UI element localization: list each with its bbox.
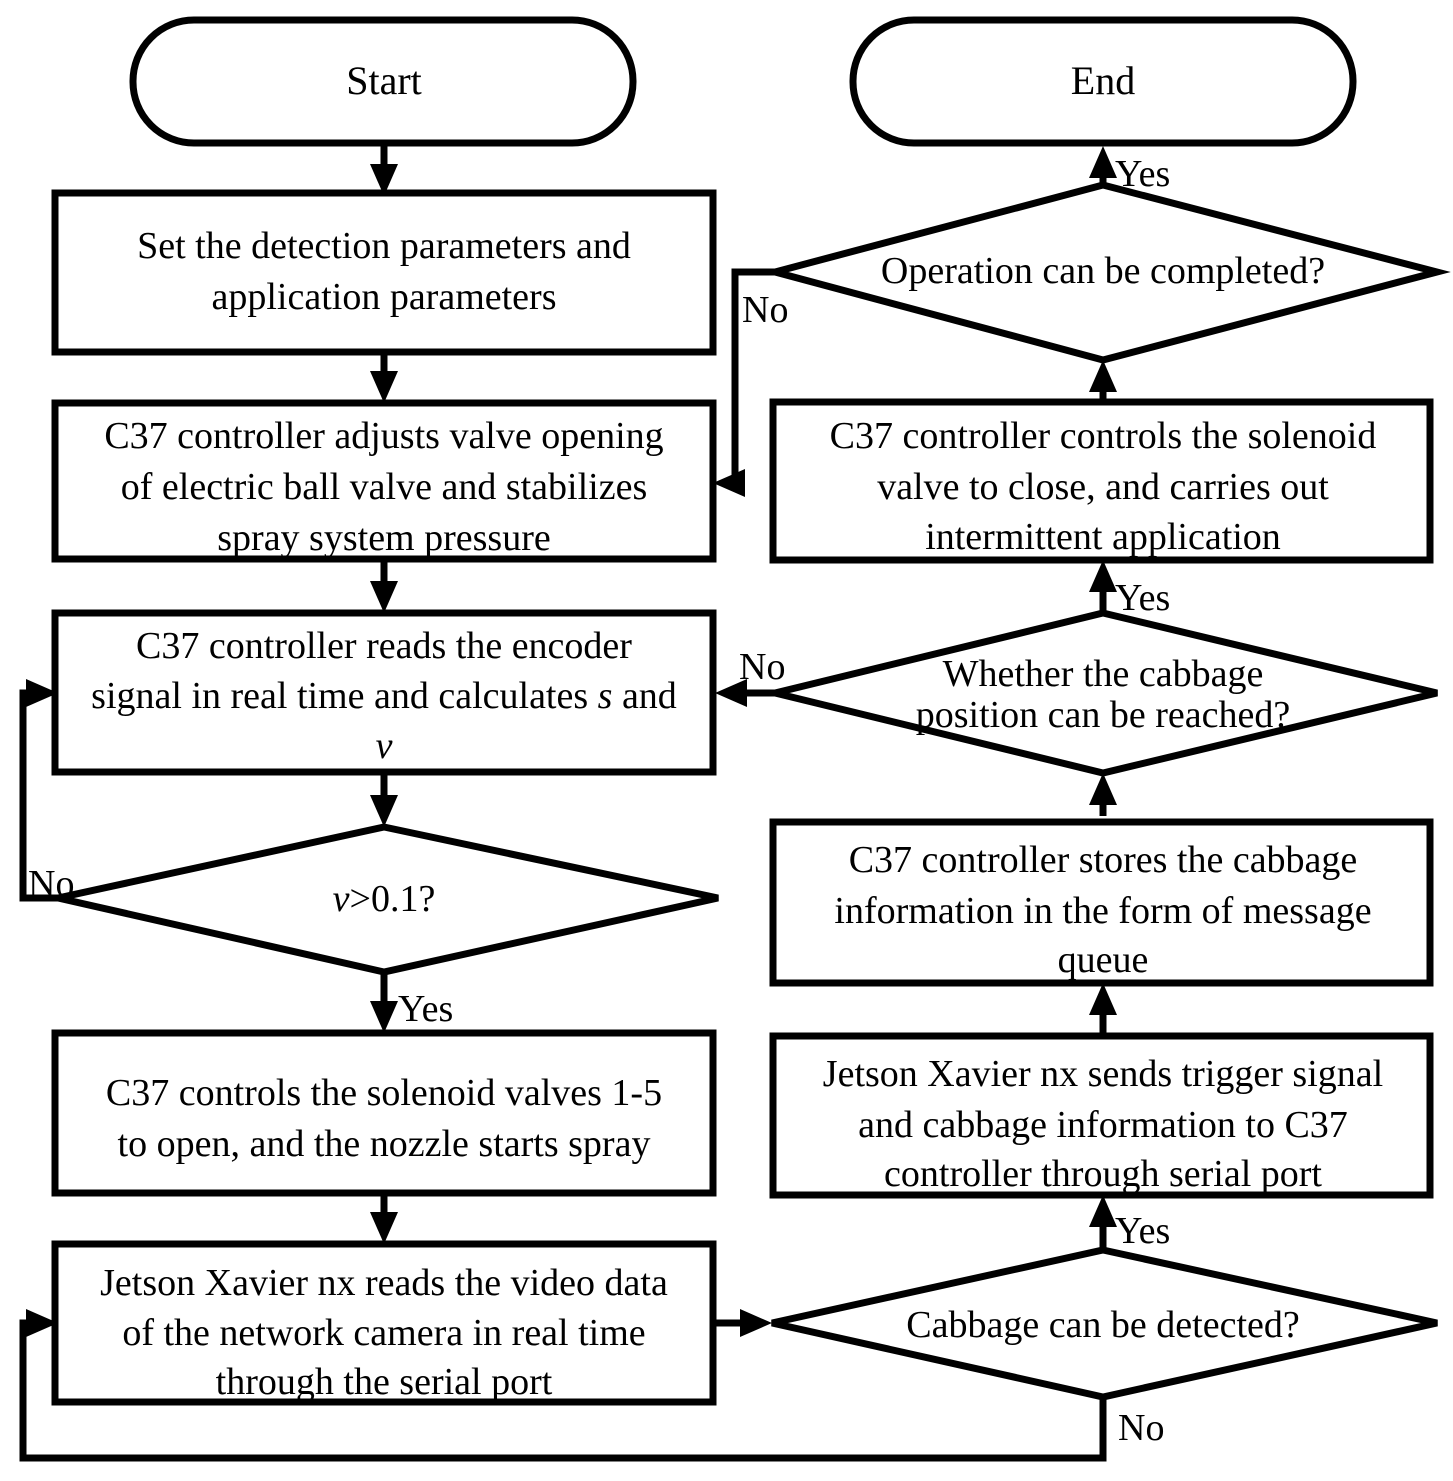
edge-position-reached-no-to-read-encoder xyxy=(715,679,775,707)
node-adjust-valve[interactable]: C37 controller adjusts valve opening of … xyxy=(51,399,717,563)
node-position-reached-line-1: Whether the cabbage xyxy=(943,653,1264,695)
edge-cabbage-detect-no-to-read-video xyxy=(19,1309,1107,1462)
node-open-valves[interactable]: C37 controls the solenoid valves 1-5 to … xyxy=(51,1029,717,1197)
node-adjust-valve-line-2: of electric ball valve and stabilizes xyxy=(121,466,648,508)
edge-label-operation-no: No xyxy=(742,289,788,331)
node-store-info-line-2: information in the form of message xyxy=(834,890,1371,932)
node-end-label: End xyxy=(1071,58,1135,103)
node-open-valves-line-1: C37 controls the solenoid valves 1-5 xyxy=(106,1072,662,1114)
node-read-video-line-3: through the serial port xyxy=(216,1361,553,1403)
node-start-label: Start xyxy=(346,58,422,103)
node-cabbage-detect-label: Cabbage can be detected? xyxy=(906,1304,1300,1346)
edge-label-position-yes: Yes xyxy=(1115,577,1170,619)
edge-label-speed-yes: Yes xyxy=(398,988,453,1030)
node-send-trigger-line-2: and cabbage information to C37 xyxy=(858,1104,1348,1146)
node-read-video-line-2: of the network camera in real time xyxy=(122,1312,645,1354)
edge-label-detect-yes: Yes xyxy=(1115,1210,1170,1252)
edge-cabbage-detect-yes-to-send-trigger xyxy=(1089,1195,1117,1250)
node-set-params[interactable]: Set the detection parameters and applica… xyxy=(51,189,717,356)
node-end[interactable]: End xyxy=(849,16,1357,147)
node-send-trigger-line-3: controller through serial port xyxy=(884,1153,1322,1195)
node-speed-check-label: v>0.1? xyxy=(333,878,436,920)
node-close-valve-line-2: valve to close, and carries out xyxy=(877,466,1329,508)
node-read-encoder-line-2: signal in real time and calculates s and xyxy=(91,675,677,717)
node-store-info-line-1: C37 controller stores the cabbage xyxy=(849,839,1358,881)
edge-read-video-to-cabbage-detect xyxy=(713,1309,772,1337)
edge-start-to-set-params xyxy=(370,143,398,196)
node-speed-check[interactable]: v>0.1? xyxy=(57,823,719,976)
node-position-reached-line-2: position can be reached? xyxy=(916,694,1291,736)
node-read-encoder-line-3: v xyxy=(376,725,393,767)
node-read-encoder-line-1: C37 controller reads the encoder xyxy=(136,625,632,667)
node-read-video[interactable]: Jetson Xavier nx reads the video data of… xyxy=(51,1240,717,1406)
node-read-encoder[interactable]: C37 controller reads the encoder signal … xyxy=(51,609,717,776)
node-send-trigger[interactable]: Jetson Xavier nx sends trigger signal an… xyxy=(769,1032,1434,1199)
edge-operation-complete-yes-to-end xyxy=(1089,146,1117,185)
node-position-reached[interactable]: Whether the cabbage position can be reac… xyxy=(774,609,1438,777)
edge-position-reached-yes-to-close-valve xyxy=(1089,560,1117,613)
edge-label-speed-no: No xyxy=(28,863,74,905)
node-adjust-valve-line-3: spray system pressure xyxy=(217,517,550,559)
node-open-valves-line-2: to open, and the nozzle starts spray xyxy=(118,1123,651,1165)
node-operation-complete[interactable]: Operation can be completed? xyxy=(761,181,1451,364)
edge-speed-check-no-to-read-encoder xyxy=(19,679,58,902)
edge-set-params-to-adjust-valve xyxy=(370,352,398,403)
edge-operation-complete-no-to-adjust-valve xyxy=(713,268,775,497)
edge-read-encoder-to-speed-check xyxy=(370,772,398,827)
edge-label-operation-yes: Yes xyxy=(1115,153,1170,195)
node-cabbage-detect[interactable]: Cabbage can be detected? xyxy=(771,1246,1438,1401)
node-set-params-line-2: application parameters xyxy=(211,276,556,318)
node-operation-complete-label: Operation can be completed? xyxy=(881,250,1325,292)
node-store-info-line-3: queue xyxy=(1058,939,1149,981)
node-send-trigger-line-1: Jetson Xavier nx sends trigger signal xyxy=(823,1053,1383,1095)
node-close-valve-line-1: C37 controller controls the solenoid xyxy=(830,415,1377,457)
node-adjust-valve-line-1: C37 controller adjusts valve opening xyxy=(104,415,663,457)
edge-speed-check-yes-to-open-valves xyxy=(370,972,398,1033)
node-close-valve[interactable]: C37 controller controls the solenoid val… xyxy=(769,398,1434,564)
edge-open-valves-to-read-video xyxy=(370,1193,398,1244)
edge-label-detect-no: No xyxy=(1118,1407,1164,1449)
edge-store-info-to-position-reached xyxy=(1089,773,1117,816)
node-set-params-line-1: Set the detection parameters and xyxy=(137,225,631,267)
node-store-info[interactable]: C37 controller stores the cabbage inform… xyxy=(769,818,1434,987)
edge-label-position-no: No xyxy=(739,646,785,688)
node-close-valve-line-3: intermittent application xyxy=(925,516,1281,558)
edge-close-valve-to-operation-complete xyxy=(1089,360,1117,402)
edge-send-trigger-to-store-info xyxy=(1089,983,1117,1036)
node-read-video-line-1: Jetson Xavier nx reads the video data xyxy=(100,1262,668,1304)
node-start[interactable]: Start xyxy=(129,16,637,147)
edge-adjust-valve-to-read-encoder xyxy=(370,559,398,613)
